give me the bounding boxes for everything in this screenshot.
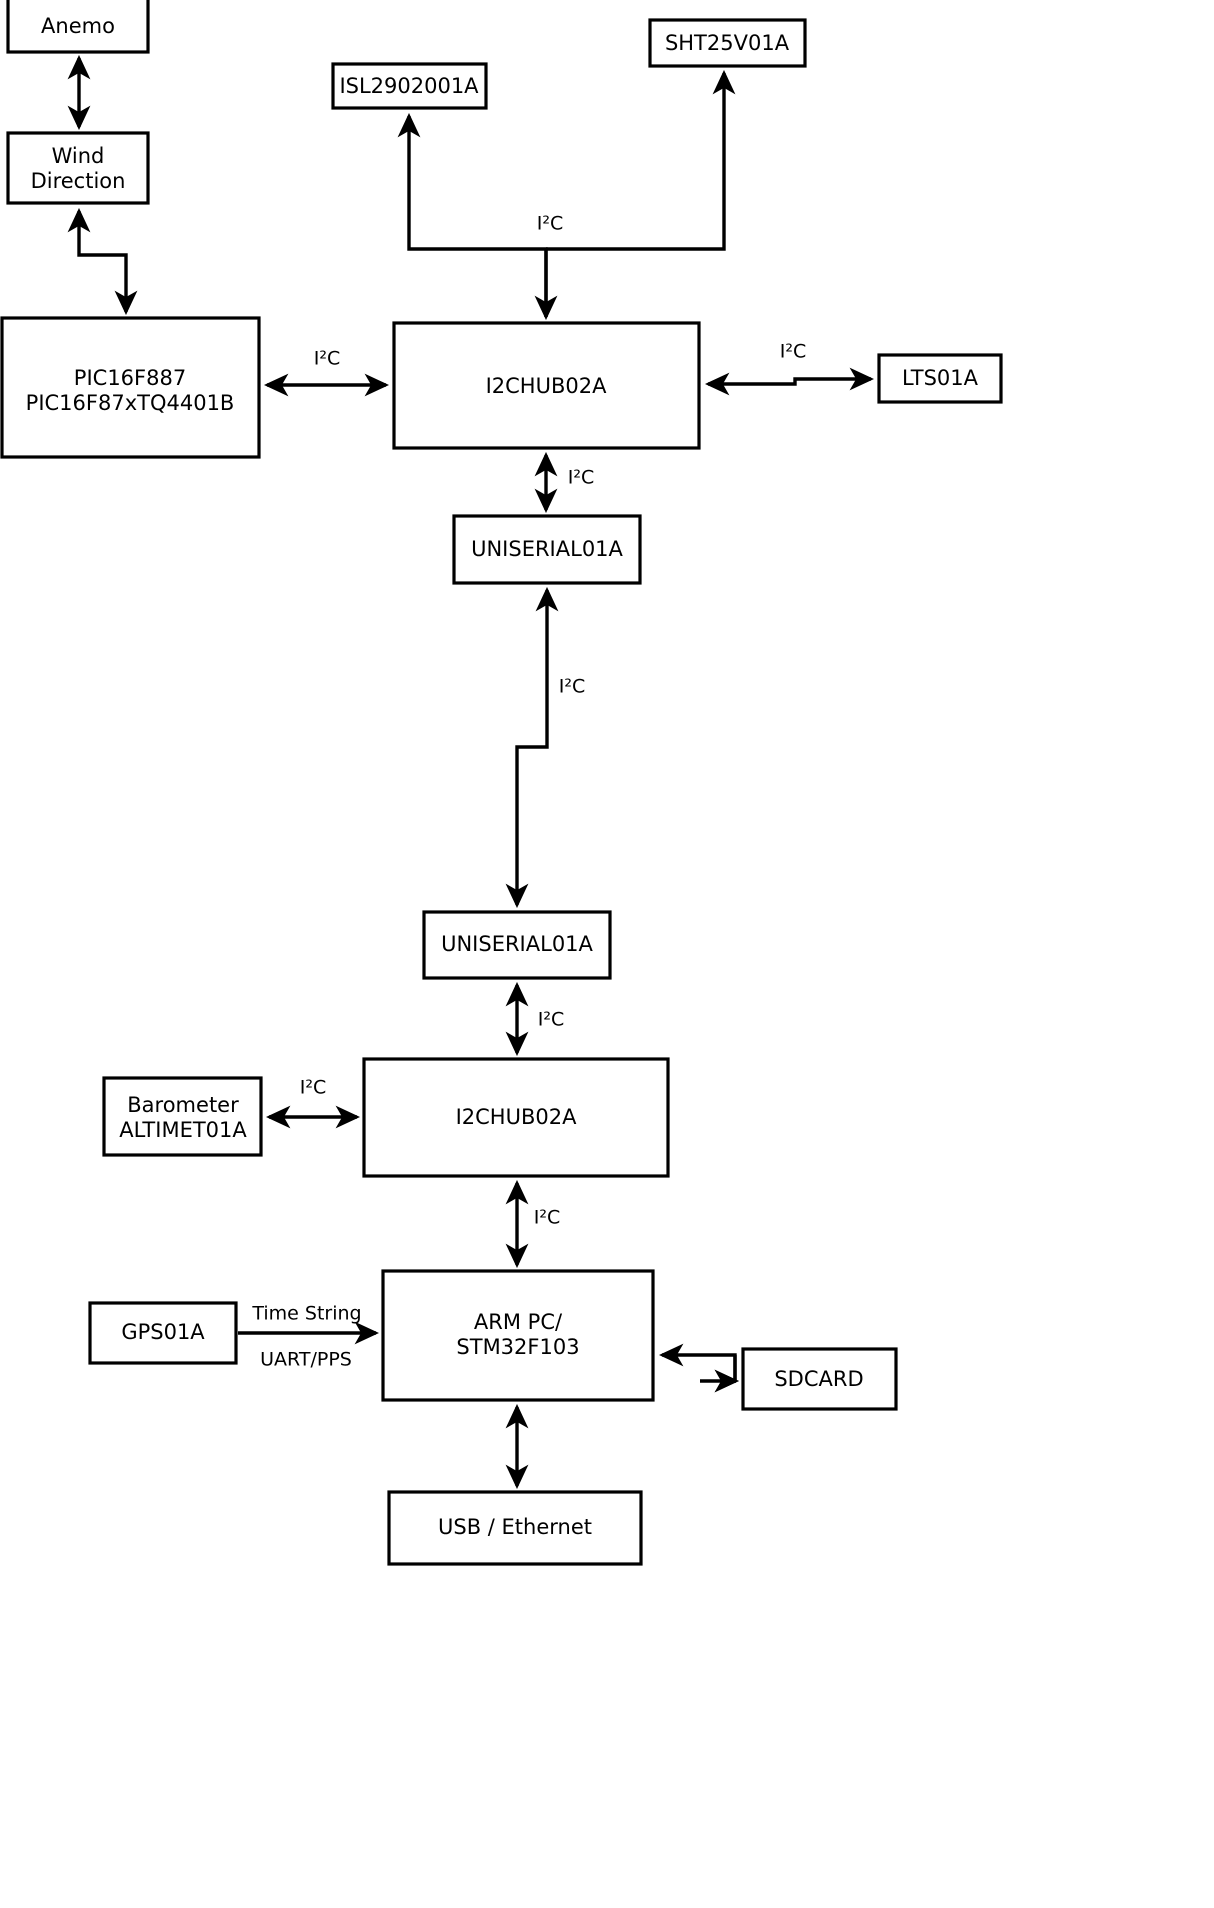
node-isl2902001a-box[interactable] — [331, 62, 488, 110]
node-i2chub02a-bottom[interactable]: I2CHUB02A — [362, 1057, 670, 1178]
node-i2chub02a-top[interactable]: I2CHUB02A — [392, 321, 701, 450]
node-usb-ethernet-box[interactable] — [387, 1490, 643, 1566]
node-gps01a-box[interactable] — [88, 1301, 238, 1365]
node-wind-direction-box[interactable] — [6, 131, 150, 205]
node-wind-direction-label-line2: Direction — [31, 169, 126, 193]
edge-label-i2c-hub-uniserial: I²C — [568, 467, 595, 489]
node-wind-direction-label-line1: Wind — [52, 144, 105, 168]
node-pic16f887-label-line2: PIC16F87xTQ4401B — [26, 391, 235, 415]
node-pic16f887[interactable]: PIC16F887 PIC16F87xTQ4401B — [0, 316, 261, 459]
edge-labels-layer: I²C I²C I²C I²C I²C I²C I²C I²C Time Str… — [251, 213, 806, 1371]
node-sdcard-label: SDCARD — [774, 1367, 863, 1391]
node-lts01a-label: LTS01A — [902, 366, 979, 390]
node-barometer-label-line2: ALTIMET01A — [119, 1118, 247, 1142]
node-isl2902001a[interactable]: ISL2902001A — [331, 62, 488, 110]
node-uniserial01a-lower[interactable]: UNISERIAL01A — [422, 910, 612, 980]
node-pic16f887-box[interactable] — [0, 316, 261, 459]
node-i2chub02a-bottom-box[interactable] — [362, 1057, 670, 1178]
edge-label-i2c-barometer: I²C — [300, 1077, 327, 1099]
node-usb-ethernet[interactable]: USB / Ethernet — [387, 1490, 643, 1566]
edges-layer — [67, 54, 875, 1490]
edge-hub-isl — [397, 112, 558, 321]
node-sdcard-box[interactable] — [741, 1347, 898, 1411]
node-pic16f887-label-line1: PIC16F887 — [74, 366, 186, 390]
node-anemo-label: Anemo — [41, 14, 115, 38]
node-barometer-altimet01a-box[interactable] — [102, 1076, 263, 1157]
node-anemo[interactable]: Anemo — [6, 0, 150, 54]
node-gps01a-label: GPS01A — [121, 1320, 205, 1344]
node-arm-pc-stm32f103[interactable]: ARM PC/ STM32F103 — [381, 1269, 655, 1402]
node-barometer-altimet01a[interactable]: Barometer ALTIMET01A — [102, 1076, 263, 1157]
edge-label-i2c-hub2-arm: I²C — [534, 1207, 561, 1229]
node-usb-ethernet-label: USB / Ethernet — [438, 1515, 592, 1539]
node-arm-pc-label-line1: ARM PC/ — [474, 1310, 563, 1334]
node-uniserial01a-upper-box[interactable] — [452, 514, 642, 585]
edge-label-time-string: Time String — [251, 1303, 361, 1325]
nodes-layer: Anemo Wind Direction PIC16F887 PIC16F87x… — [0, 0, 1003, 1566]
node-arm-pc-label-line2: STM32F103 — [456, 1335, 579, 1359]
edge-hub-sht — [546, 69, 736, 251]
node-sht25v01a-label: SHT25V01A — [665, 31, 790, 55]
node-lts01a-box[interactable] — [877, 353, 1003, 404]
node-i2chub02a-top-label: I2CHUB02A — [486, 374, 608, 398]
node-sht25v01a[interactable]: SHT25V01A — [648, 18, 807, 68]
edge-label-i2c-top-bus: I²C — [537, 213, 564, 235]
edge-arm-sdcard — [658, 1343, 740, 1393]
node-wind-direction[interactable]: Wind Direction — [6, 131, 150, 205]
node-gps01a[interactable]: GPS01A — [88, 1301, 238, 1365]
edge-label-i2c-uniserial-uniserial: I²C — [559, 676, 586, 698]
node-barometer-label-line1: Barometer — [127, 1093, 239, 1117]
node-sht25v01a-box[interactable] — [648, 18, 807, 68]
edge-lts-hub — [704, 367, 875, 396]
node-sdcard[interactable]: SDCARD — [741, 1347, 898, 1411]
node-lts01a[interactable]: LTS01A — [877, 353, 1003, 404]
node-uniserial01a-upper[interactable]: UNISERIAL01A — [452, 514, 642, 585]
node-uniserial01a-upper-label: UNISERIAL01A — [471, 537, 623, 561]
edge-uni-a-uni-b — [505, 586, 559, 909]
node-i2chub02a-top-box[interactable] — [392, 321, 701, 450]
node-uniserial01a-lower-label: UNISERIAL01A — [441, 932, 593, 956]
node-i2chub02a-bottom-label: I2CHUB02A — [456, 1105, 578, 1129]
edge-label-i2c-pic-hub: I²C — [314, 348, 341, 370]
edge-pic-wind — [67, 207, 138, 316]
node-anemo-box[interactable] — [6, 0, 150, 54]
edge-label-uart-pps: UART/PPS — [260, 1349, 352, 1371]
node-uniserial01a-lower-box[interactable] — [422, 910, 612, 980]
edge-label-i2c-lts: I²C — [780, 341, 807, 363]
edge-label-i2c-uniserial-hub2: I²C — [538, 1009, 565, 1031]
node-arm-pc-stm32f103-box[interactable] — [381, 1269, 655, 1402]
node-isl2902001a-label: ISL2902001A — [339, 74, 479, 98]
